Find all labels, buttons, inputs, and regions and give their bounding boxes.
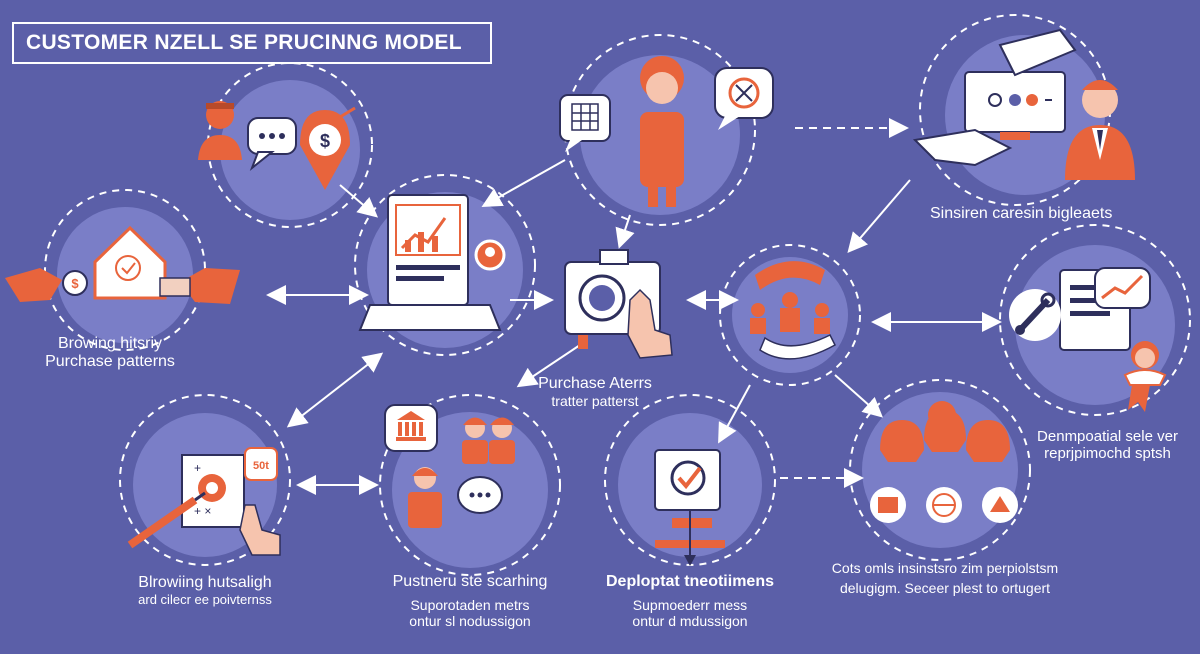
dollar-pin-icon: $ <box>300 106 356 190</box>
checkbox-display-icon <box>654 449 725 566</box>
label-line: Purchase Aterrs <box>538 375 652 392</box>
svg-text:50t: 50t <box>253 460 269 472</box>
ribbon-badge-icon <box>1123 341 1167 412</box>
page-title: CUSTOMER NZELL SE PRUCINNG MODEL <box>12 22 492 64</box>
target-icon <box>714 67 774 130</box>
svg-text:$: $ <box>71 276 79 291</box>
label-denmpoatial: Denmpoatial sele ver reprjpimochd sptsh <box>1020 428 1195 462</box>
label-line: Blrowiing hutsaligh <box>138 574 272 591</box>
label-line: Pustneru ste scarhing <box>392 573 548 590</box>
person-icon <box>640 56 684 207</box>
bank-icon <box>384 404 438 452</box>
label-sinsiren: Sinsiren caresin bigleaets <box>930 205 1112 223</box>
label-cots: Cots omls insinstsro zim perpiolstsm del… <box>810 560 1080 596</box>
camera-hand-icon <box>564 249 673 359</box>
label-line: Suporotaden metrs <box>410 597 530 613</box>
group-hands-icon <box>750 261 836 360</box>
label-line: Purchase patterns <box>45 353 175 370</box>
audience-icon <box>408 417 515 528</box>
label-deploptat: Deploptat tneotiimens Supmoederr mess on… <box>585 573 795 629</box>
label-browsing-history: Browing hitsriy Purchase patterns <box>20 335 200 371</box>
label-line: Deploptat tneotiimens <box>605 573 774 590</box>
label-line: ontur sl nodussigon <box>409 613 531 629</box>
dashed-rings <box>44 14 1191 576</box>
laptop-chart-icon <box>358 194 506 331</box>
label-line: ard cilecr ee poivternss <box>138 592 272 607</box>
label-line: delugigm. Seceer plest to ortugert <box>839 580 1051 596</box>
person-icon <box>198 101 242 160</box>
label-line: Browing hitsriy <box>57 335 163 352</box>
svg-text:$: $ <box>320 131 330 151</box>
label-pustneru: Pustneru ste scarhing Suporotaden metrs … <box>365 573 575 629</box>
svg-text:+: + <box>194 461 201 475</box>
label-line: Supmoederr mess <box>632 597 748 613</box>
label-line: reprjpimochd sptsh <box>1044 445 1171 462</box>
label-browsing-hutsaligh: Blrowiing hutsaligh ard cilecr ee poivte… <box>105 574 305 607</box>
handshake-monitor-icon <box>912 28 1135 180</box>
label-line: Sinsiren caresin bigleaets <box>930 205 1113 222</box>
tools-icon <box>1009 289 1061 341</box>
label-line: Cots omls insinstsro zim perpiolstsm <box>831 560 1059 576</box>
calendar-icon <box>559 94 611 152</box>
label-line: tratter patterst <box>551 393 639 409</box>
checklist-pointer-icon: + + × 50t <box>127 447 281 556</box>
house-hand-icon: $ <box>5 225 240 304</box>
flow-arrows <box>266 118 1002 495</box>
label-line: ontur d mdussigon <box>632 613 748 629</box>
svg-text:+ ×: + × <box>194 504 211 518</box>
label-purchase-alerts: Purchase Aterrs tratter patterst <box>500 375 690 409</box>
chat-bubble-icon <box>247 117 297 172</box>
label-line: Denmpoatial sele ver <box>1037 428 1178 445</box>
team-icons-icon <box>870 401 1018 523</box>
